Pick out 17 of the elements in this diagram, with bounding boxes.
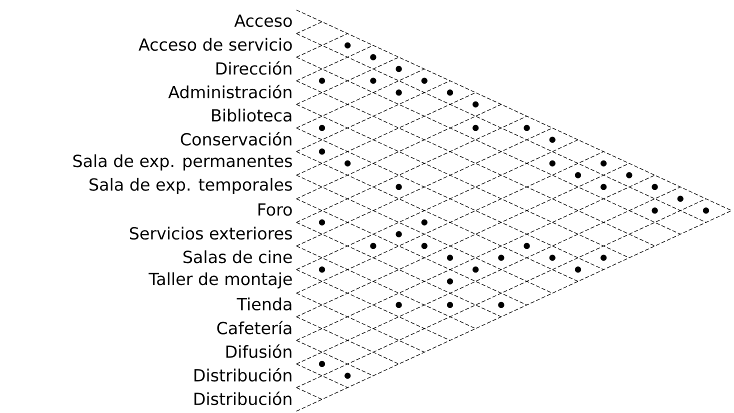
- row-label: Administración: [168, 84, 292, 98]
- row-label: Acceso de servicio: [138, 38, 292, 51]
- row-label: Sala de exp. permanentes: [73, 154, 292, 170]
- row-label: Distribución: [194, 368, 292, 382]
- row-label: Difusión: [226, 344, 292, 358]
- row-label: Distribución: [194, 392, 292, 406]
- row-label: Sala de exp. temporales: [90, 178, 292, 194]
- row-label: Servicios exteriores: [130, 226, 292, 240]
- row-label: Salas de cine: [184, 250, 292, 264]
- row-label: Dirección: [216, 61, 292, 75]
- row-label: Acceso: [234, 14, 292, 27]
- row-label: Cafetería: [217, 320, 292, 334]
- row-label: Conservación: [180, 132, 292, 146]
- row-label: Taller de montaje: [148, 272, 292, 288]
- row-label: Tienda: [236, 298, 292, 310]
- row-label: Biblioteca: [212, 108, 292, 122]
- row-label: Foro: [258, 203, 292, 216]
